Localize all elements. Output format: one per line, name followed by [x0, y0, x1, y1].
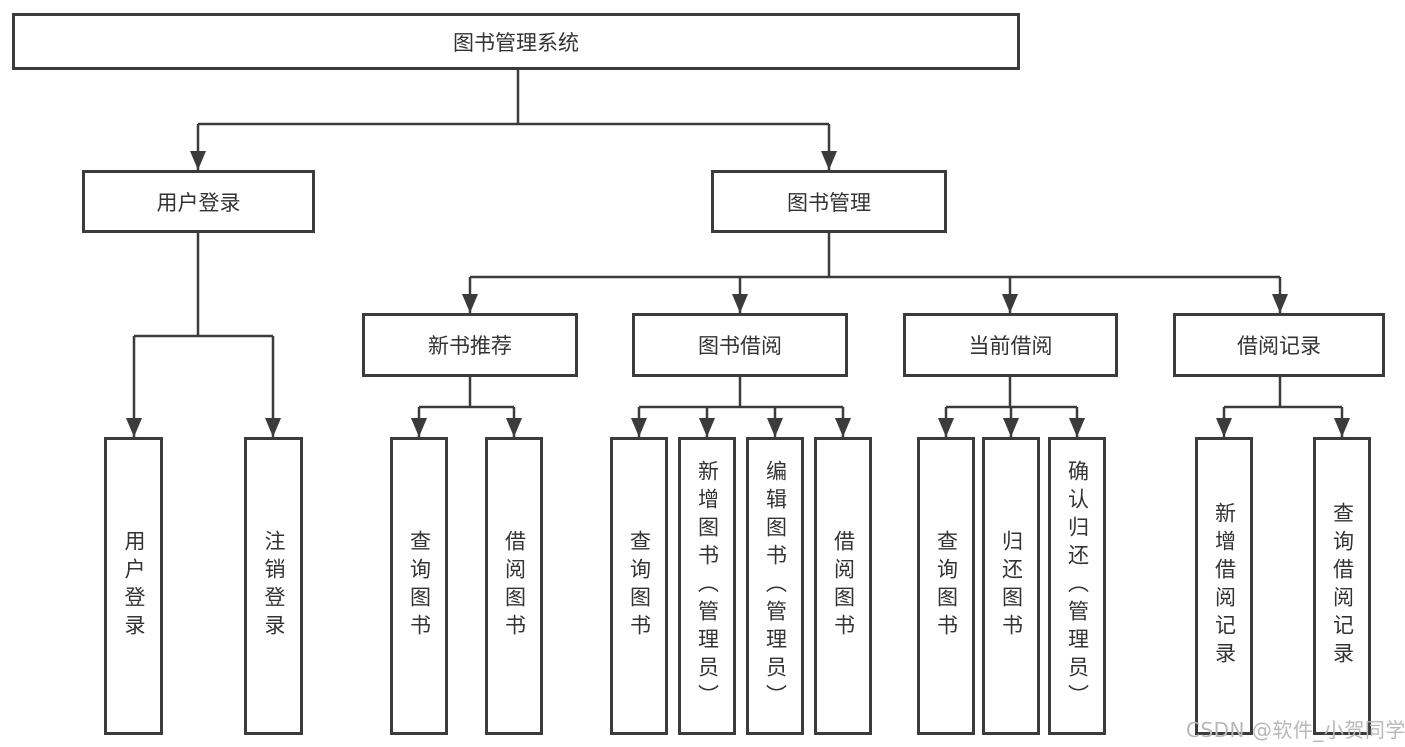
leaf-logout: 注销登录 [244, 437, 303, 735]
leaf-current-query-books-label: 查询图书 [934, 530, 959, 642]
leaf-current-query-books: 查询图书 [917, 437, 975, 735]
leaf-newbook-query-books: 查询图书 [390, 437, 448, 735]
node-root: 图书管理系统 [12, 13, 1020, 70]
node-book-borrow-label: 图书借阅 [698, 334, 782, 358]
node-book-management-label: 图书管理 [787, 190, 871, 215]
node-borrow-records: 借阅记录 [1173, 313, 1385, 377]
leaf-borrow-query-books-label: 查询图书 [627, 530, 652, 642]
leaf-current-confirm-return-admin: 确认归还（管理员） [1048, 437, 1106, 735]
leaf-borrow-add-books-admin: 新增图书（管理员） [678, 437, 736, 735]
leaf-records-query-record: 查询借阅记录 [1313, 437, 1371, 735]
leaf-newbook-borrow-books-label: 借阅图书 [502, 530, 527, 642]
leaf-current-return-books: 归还图书 [982, 437, 1040, 735]
node-user-login: 用户登录 [82, 170, 315, 233]
node-current-borrow-label: 当前借阅 [968, 334, 1053, 358]
node-new-book-recommend: 新书推荐 [362, 313, 578, 377]
leaf-newbook-query-books-label: 查询图书 [407, 530, 432, 642]
leaf-borrow-borrow-books: 借阅图书 [814, 437, 872, 735]
leaf-records-query-record-label: 查询借阅记录 [1330, 502, 1355, 670]
leaf-records-add-record-label: 新增借阅记录 [1212, 502, 1237, 670]
node-book-management: 图书管理 [711, 170, 947, 233]
leaf-borrow-add-books-admin-label: 新增图书（管理员） [695, 460, 720, 712]
leaf-user-login-label: 用户登录 [122, 530, 146, 642]
node-current-borrow: 当前借阅 [903, 313, 1118, 377]
node-borrow-records-label: 借阅记录 [1237, 334, 1321, 358]
leaf-current-return-books-label: 归还图书 [999, 530, 1024, 642]
leaf-current-confirm-return-admin-label: 确认归还（管理员） [1065, 460, 1090, 712]
leaf-borrow-query-books: 查询图书 [610, 437, 668, 735]
node-book-borrow: 图书借阅 [632, 313, 848, 377]
node-new-book-recommend-label: 新书推荐 [428, 334, 512, 358]
leaf-user-login: 用户登录 [104, 437, 163, 735]
node-root-label: 图书管理系统 [453, 30, 579, 55]
arrowheads [126, 151, 1350, 437]
leaf-borrow-borrow-books-label: 借阅图书 [831, 530, 856, 642]
leaf-logout-label: 注销登录 [262, 530, 286, 642]
leaf-records-add-record: 新增借阅记录 [1195, 437, 1253, 735]
leaf-borrow-edit-books-admin: 编辑图书（管理员） [746, 437, 804, 735]
watermark: CSDN @软件_小贺同学 [1186, 718, 1405, 742]
leaf-newbook-borrow-books: 借阅图书 [485, 437, 543, 735]
node-user-login-label: 用户登录 [156, 190, 241, 215]
leaf-borrow-edit-books-admin-label: 编辑图书（管理员） [763, 460, 788, 712]
